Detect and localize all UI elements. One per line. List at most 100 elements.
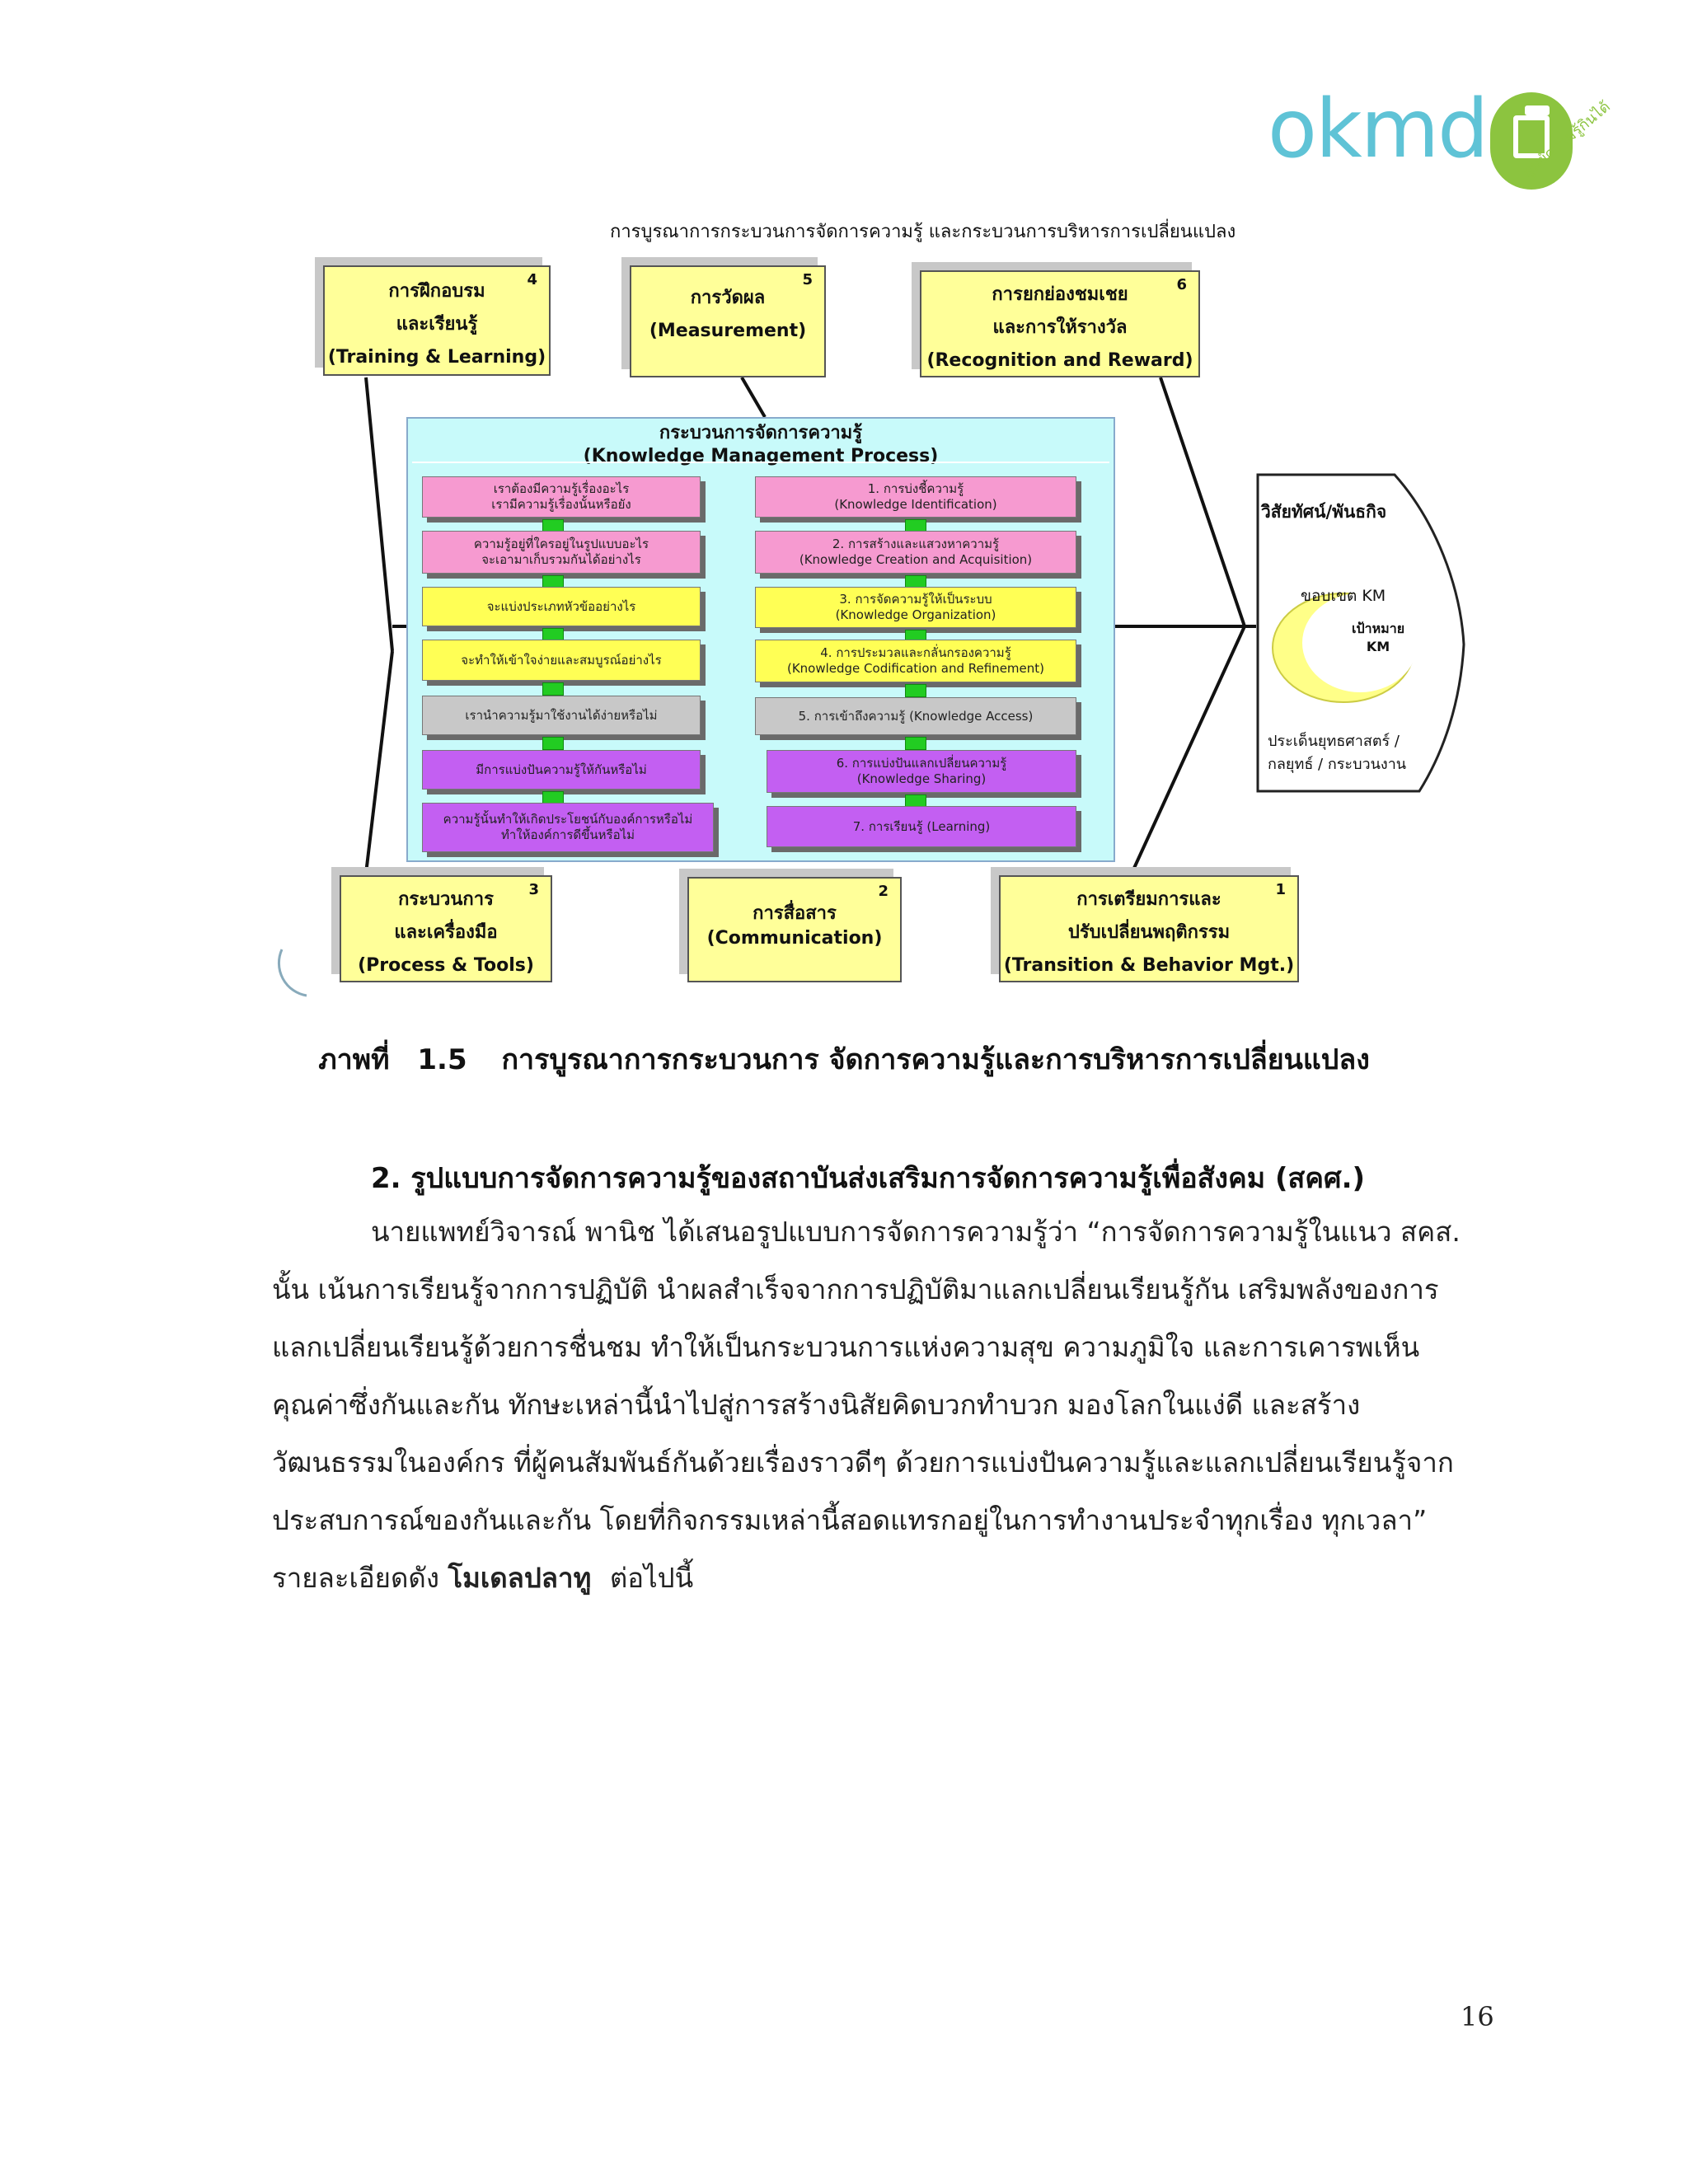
km-step-line: 6. การแบ่งปันแลกเปลี่ยนความรู้ — [836, 756, 1007, 771]
km-process-divider — [412, 462, 1109, 463]
km-question-line: ความรู้อยู่ที่ใครอยู่ในรูปแบบอะไร — [473, 537, 649, 551]
paragraph-line: นั้น เน้นการเรียนรู้จากการปฏิบัติ นำผลสำ… — [272, 1273, 1439, 1305]
km-step-box: 1. การบ่งชี้ความรู้ (Knowledge Identific… — [755, 476, 1076, 518]
factor-box-process-tools: 3 กระบวนการ และเครื่องมือ (Process & Too… — [340, 875, 552, 982]
km-question-box: มีการแบ่งปันความรู้ให้กันหรือไม่ — [422, 750, 701, 790]
km-question-line: จะเอามาเก็บรวมกันได้อย่างไร — [481, 552, 641, 567]
km-connector — [905, 684, 926, 697]
vision-mission-shape — [1256, 473, 1465, 793]
factor-line: การฝึกอบรม — [388, 281, 485, 302]
paragraph-line: ประสบการณ์ของกันและกัน โดยที่กิจกรรมเหล่… — [272, 1504, 1428, 1536]
factor-number: 2 — [878, 883, 889, 900]
km-step-box: 2. การสร้างและแสวงหาความรู้ (Knowledge C… — [755, 531, 1076, 574]
km-question-line: ความรู้นั้นทำให้เกิดประโยชน์กับองค์การหร… — [443, 812, 693, 827]
factor-line: กระบวนการ — [398, 889, 494, 910]
factor-line: (Training & Learning) — [327, 347, 546, 368]
factor-line: การสื่อสาร — [753, 903, 837, 924]
model-name: โมเดลปลาทู — [448, 1562, 592, 1594]
caption-text: การบูรณาการกระบวนการ จัดการความรู้และการ… — [501, 1043, 1370, 1076]
factor-line: การวัดผล — [690, 288, 766, 308]
factor-line: (Measurement) — [649, 321, 807, 341]
km-connector — [542, 682, 564, 696]
section-heading: 2. รูปแบบการจัดการความรู้ของสถาบันส่งเสร… — [371, 1162, 1366, 1195]
km-step-line: (Knowledge Codification and Refinement) — [786, 661, 1045, 676]
km-target-line: เป้าหมาย — [1352, 621, 1405, 636]
km-step-line: 2. การสร้างและแสวงหาความรู้ — [832, 537, 1000, 551]
km-question-line: ทำให้องค์การดีขึ้นหรือไม่ — [500, 827, 635, 842]
factor-number: 4 — [527, 271, 537, 288]
page-number: 16 — [1461, 2001, 1494, 2032]
km-step-line: 1. การบ่งชี้ความรู้ — [867, 481, 964, 496]
factor-number: 1 — [1275, 881, 1286, 898]
caption-number: 1.5 — [417, 1043, 467, 1076]
km-step-line: 4. การประมวลและกลั่นกรองความรู้ — [820, 645, 1011, 660]
km-process-title-th: กระบวนการจัดการความรู้ — [659, 423, 863, 443]
km-step-box: 4. การประมวลและกลั่นกรองความรู้ (Knowled… — [755, 640, 1076, 682]
km-question-box: ความรู้นั้นทำให้เกิดประโยชน์กับองค์การหร… — [422, 803, 714, 852]
factor-line: และเครื่องมือ — [394, 922, 498, 943]
km-step-line: (Knowledge Identification) — [834, 497, 997, 512]
diagram-title: การบูรณาการกระบวนการจัดการความรู้ และกระ… — [610, 222, 1236, 242]
km-question-line: มีการแบ่งปันความรู้ให้กันหรือไม่ — [476, 762, 647, 777]
paragraph-line: วัฒนธรรมในองค์กร ที่ผู้คนสัมพันธ์กันด้วย… — [272, 1446, 1454, 1479]
factor-box-measurement: 5 การวัดผล (Measurement) — [630, 265, 826, 377]
body-paragraph: นายแพทย์วิจารณ์ พานิช ได้เสนอรูปแบบการจั… — [272, 1203, 1492, 1607]
km-question-box: เรานำความรู้มาใช้งานได้ง่ายหรือไม่ — [422, 696, 701, 735]
km-connector — [905, 737, 926, 750]
factor-line: (Recognition and Reward) — [926, 350, 1193, 371]
km-question-box: ความรู้อยู่ที่ใครอยู่ในรูปแบบอะไร จะเอาม… — [422, 531, 701, 574]
factor-line: และเรียนรู้ — [396, 314, 478, 335]
km-step-box: 6. การแบ่งปันแลกเปลี่ยนความรู้ (Knowledg… — [767, 750, 1076, 793]
km-question-line: เรานำความรู้มาใช้งานได้ง่ายหรือไม่ — [465, 707, 658, 723]
paragraph-last-line: รายละเอียดดัง โมเดลปลาทู ต่อไปนี้ — [272, 1549, 1492, 1607]
factor-line: การเตรียมการและ — [1076, 889, 1221, 910]
strategy-line: กลยุทธ์ / กระบวนงาน — [1268, 756, 1407, 773]
last-line-prefix: รายละเอียดดัง — [272, 1562, 439, 1594]
km-scope-label: ขอบเขต KM — [1301, 587, 1386, 605]
factor-line: (Communication) — [706, 928, 883, 949]
km-process-title-en: (Knowledge Management Process) — [583, 446, 939, 466]
strategy-label: ประเด็นยุทธศาสตร์ / กลยุทธ์ / กระบวนงาน — [1268, 730, 1406, 776]
km-question-box: เราต้องมีความรู้เรื่องอะไร เรามีความรู้เ… — [422, 476, 701, 518]
km-step-line: 3. การจัดความรู้ให้เป็นระบบ — [839, 592, 992, 607]
km-step-box: 7. การเรียนรู้ (Learning) — [767, 806, 1076, 847]
km-question-line: เรามีความรู้เรื่องนั้นหรือยัง — [491, 497, 631, 512]
km-step-line: (Knowledge Organization) — [835, 607, 996, 622]
caption-label: ภาพที่ — [318, 1043, 390, 1076]
factor-number: 5 — [802, 271, 813, 288]
factor-number: 3 — [528, 881, 539, 898]
factor-line: (Transition & Behavior Mgt.) — [1003, 955, 1295, 976]
vision-mission-title: วิสัยทัศน์/พันธกิจ — [1261, 502, 1387, 522]
km-step-line: (Knowledge Creation and Acquisition) — [799, 552, 1033, 567]
km-question-line: จะแบ่งประเภทหัวข้ออย่างไร — [486, 598, 636, 614]
factor-number: 6 — [1176, 276, 1187, 293]
km-question-box: จะแบ่งประเภทหัวข้ออย่างไร — [422, 587, 701, 626]
km-step-box: 5. การเข้าถึงความรู้ (Knowledge Access) — [755, 697, 1076, 735]
factor-line: (Process & Tools) — [358, 955, 534, 976]
paragraph-line: คุณค่าซึ่งกันและกัน ทักษะเหล่านี้นำไปสู่… — [272, 1389, 1361, 1421]
km-step-box: 3. การจัดความรู้ให้เป็นระบบ (Knowledge O… — [755, 587, 1076, 628]
paragraph-line: นายแพทย์วิจารณ์ พานิช ได้เสนอรูปแบบการจั… — [371, 1216, 1461, 1248]
km-question-box: จะทำให้เข้าใจง่ายและสมบูรณ์อย่างไร — [422, 640, 701, 681]
paragraph-line: แลกเปลี่ยนเรียนรู้ด้วยการชื่นชม ทำให้เป็… — [272, 1331, 1420, 1363]
logo-book-tab — [1525, 105, 1550, 115]
last-line-suffix: ต่อไปนี้ — [609, 1562, 694, 1594]
factor-box-training: 4 การฝึกอบรม และเรียนรู้ (Training & Lea… — [323, 265, 551, 376]
km-target-line: KM — [1366, 639, 1390, 654]
factor-line: และการให้รางวัล — [992, 317, 1128, 338]
factor-line: ปรับเปลี่ยนพฤติกรรม — [1067, 922, 1231, 943]
factor-line: การยกย่องชมเชย — [992, 284, 1128, 305]
km-step-line: (Knowledge Sharing) — [856, 771, 987, 786]
okmd-logo-text: okmd — [1268, 82, 1489, 176]
figure-caption: ภาพที่ 1.5 การบูรณาการกระบวนการ จัดการคว… — [0, 1037, 1688, 1081]
km-step-line: 7. การเรียนรู้ (Learning) — [852, 818, 991, 834]
strategy-line: ประเด็นยุทธศาสตร์ / — [1268, 733, 1400, 750]
km-question-line: เราต้องมีความรู้เรื่องอะไร — [493, 481, 630, 496]
factor-box-recognition: 6 การยกย่องชมเชย และการให้รางวัล (Recogn… — [920, 270, 1200, 377]
logo-book-icon — [1513, 115, 1550, 158]
factor-box-transition: 1 การเตรียมการและ ปรับเปลี่ยนพฤติกรรม (T… — [999, 875, 1299, 982]
factor-box-communication: 2 การสื่อสาร (Communication) — [687, 877, 902, 982]
km-target-label: เป้าหมาย KM — [1352, 620, 1404, 656]
km-question-line: จะทำให้เข้าใจง่ายและสมบูรณ์อย่างไร — [461, 652, 662, 668]
km-connector — [542, 737, 564, 750]
